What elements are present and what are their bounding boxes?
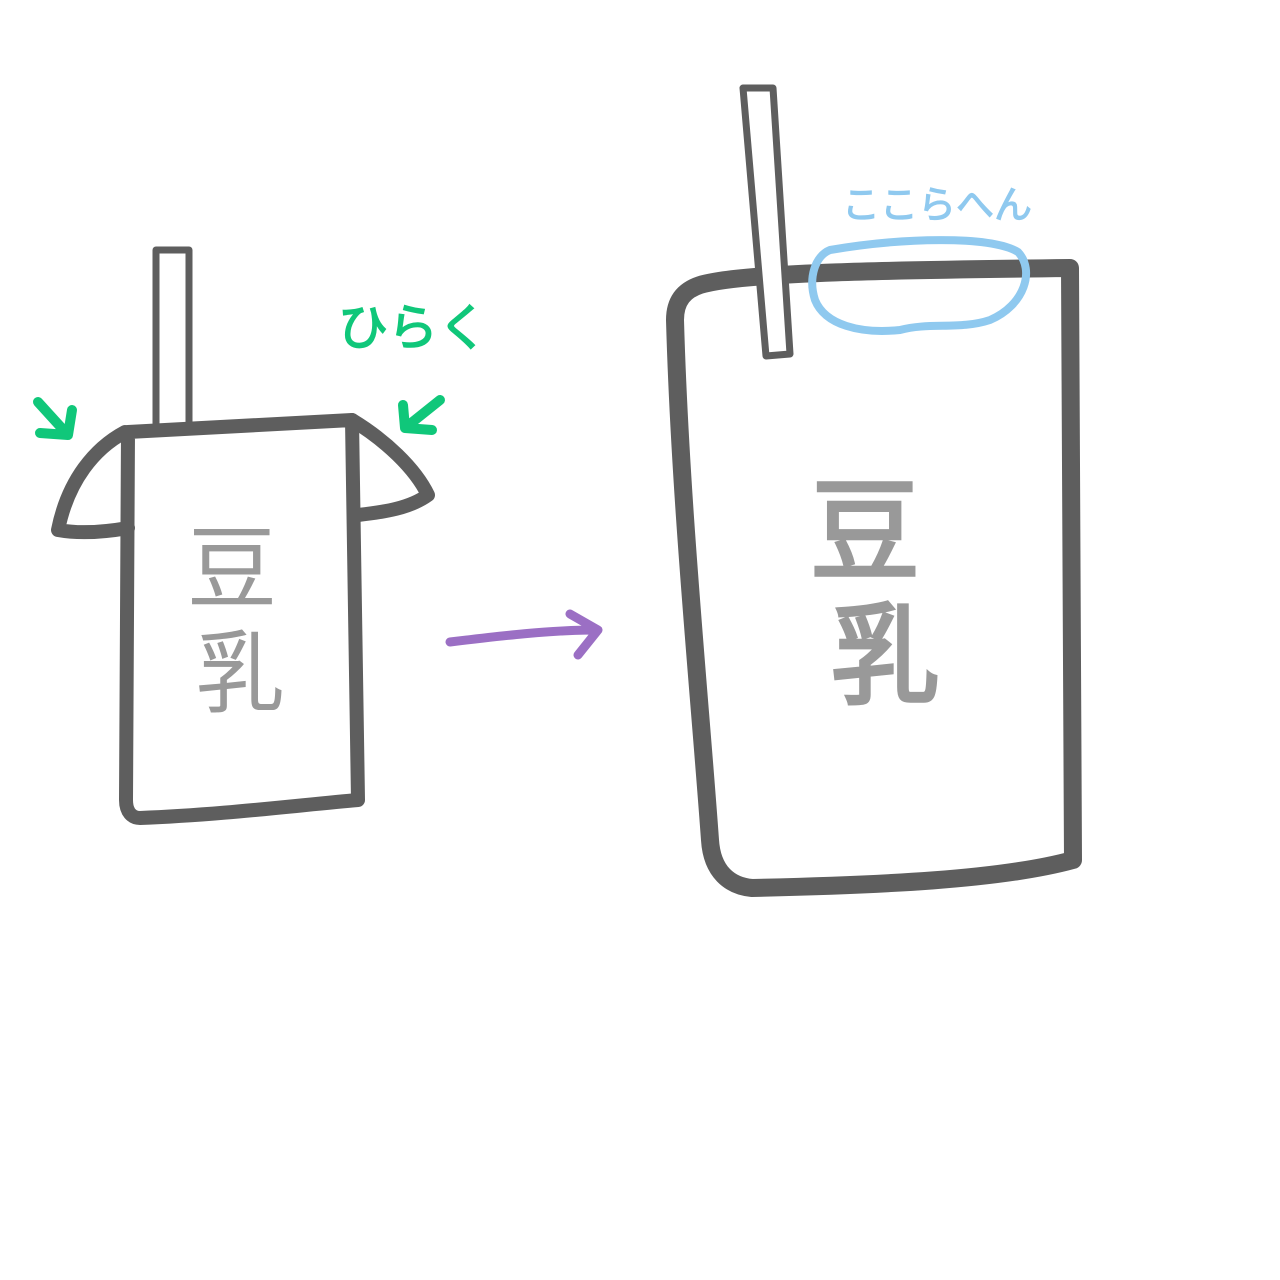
- right-carton-label-line2: 乳: [830, 593, 940, 721]
- folded-carton: 豆 乳: [51, 246, 435, 825]
- opened-carton: 豆 乳: [666, 84, 1082, 897]
- open-arrows: [33, 395, 445, 440]
- arrow-down-right-icon: [33, 397, 77, 440]
- left-flap: [51, 425, 135, 540]
- right-straw: [739, 84, 794, 360]
- right-carton-body: [666, 259, 1082, 897]
- transform-arrow-icon: [445, 609, 603, 660]
- left-straw: [152, 246, 193, 434]
- left-carton-label-line1: 豆: [187, 517, 277, 622]
- left-carton-label-line2: 乳: [195, 622, 285, 727]
- right-flap: [345, 413, 435, 522]
- area-highlight-circle: [808, 236, 1031, 335]
- right-carton-label-line1: 豆: [810, 468, 920, 596]
- area-note: ここらへん: [842, 183, 1032, 227]
- left-carton-body: [119, 413, 365, 825]
- open-note: ひらく: [338, 299, 488, 357]
- arrow-down-left-icon: [398, 395, 445, 435]
